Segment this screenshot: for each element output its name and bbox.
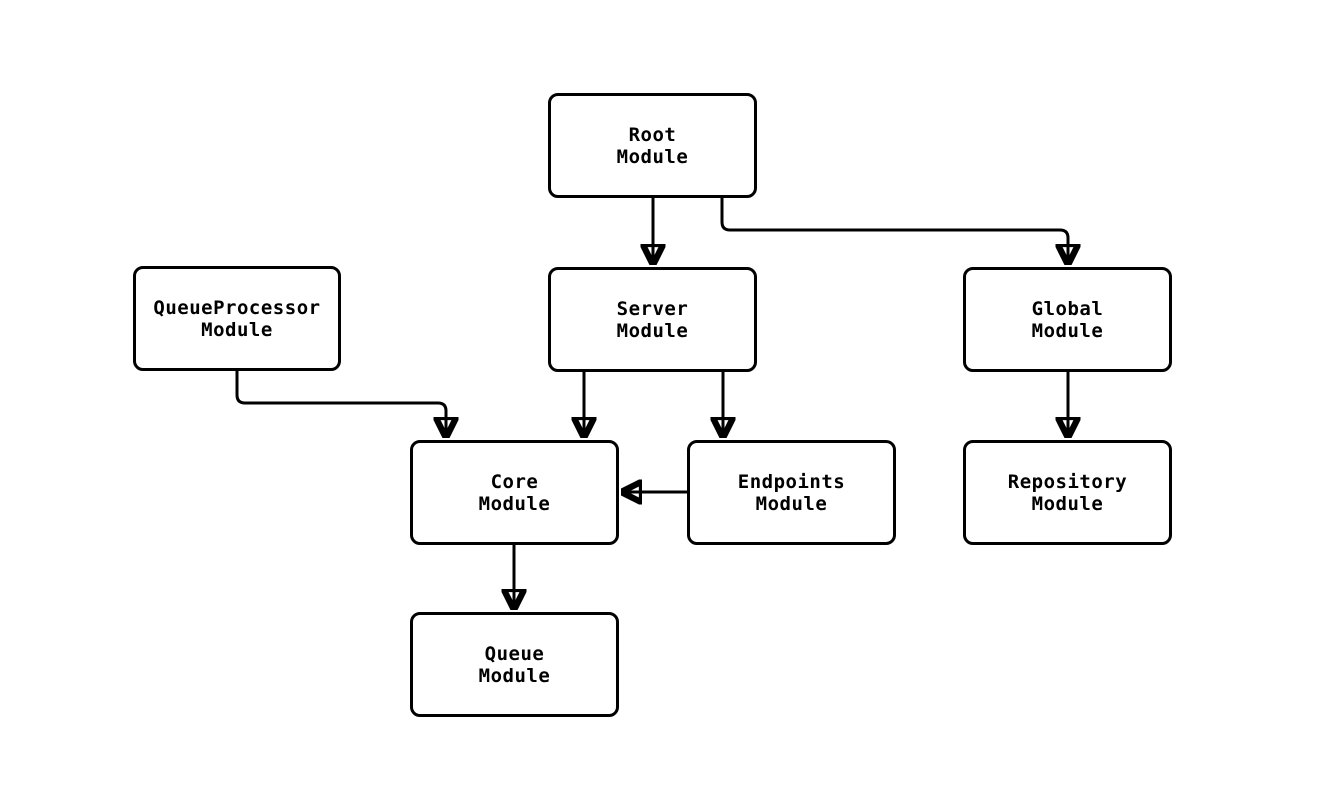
node-core-module: Core Module xyxy=(410,440,619,545)
node-global-module: Global Module xyxy=(963,267,1172,372)
node-label: Endpoints Module xyxy=(737,470,846,515)
node-server-module: Server Module xyxy=(548,267,757,372)
node-label: Repository Module xyxy=(1007,470,1128,515)
node-label: Core Module xyxy=(478,470,551,515)
node-queue-module: Queue Module xyxy=(410,612,619,717)
node-queueprocessor-module: QueueProcessor Module xyxy=(133,266,341,371)
node-repository-module: Repository Module xyxy=(963,440,1172,545)
node-label: Global Module xyxy=(1031,297,1104,342)
node-endpoints-module: Endpoints Module xyxy=(687,440,896,545)
edge-root-module-to-global-module xyxy=(720,198,1068,265)
node-label: Server Module xyxy=(616,297,689,342)
node-root-module: Root Module xyxy=(548,93,757,198)
edge-queueprocessor-module-to-core-module xyxy=(235,371,446,438)
node-label: Root Module xyxy=(616,123,689,168)
node-label: Queue Module xyxy=(478,642,551,687)
node-label: QueueProcessor Module xyxy=(153,296,321,341)
